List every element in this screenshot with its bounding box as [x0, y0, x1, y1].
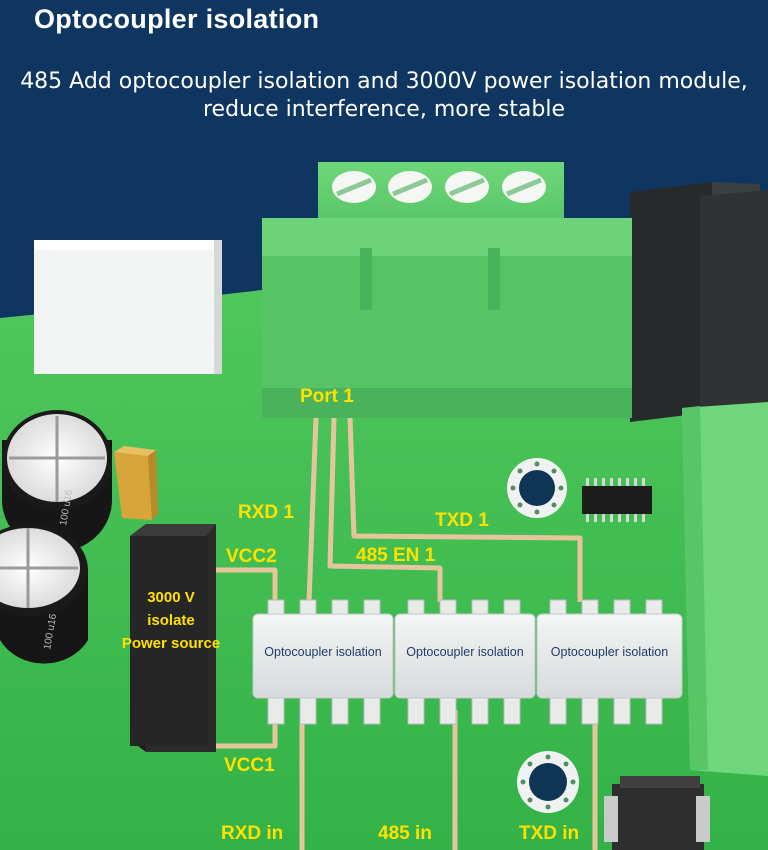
page-subtitle: 485 Add optocoupler isolation and 3000V … [0, 68, 768, 124]
pcb-traces [215, 417, 598, 850]
screw-icon [388, 171, 432, 203]
optocoupler-chip-2 [394, 599, 536, 725]
label-485-in: 485 in [378, 823, 432, 844]
power-module-label: 3000 V isolate Power source [108, 586, 234, 655]
tantalum-capacitor [114, 446, 158, 520]
label-485-en-1: 485 EN 1 [356, 545, 436, 566]
terminal-block [262, 162, 632, 418]
optocoupler-chip-3 [536, 599, 683, 725]
screw-icon [502, 171, 546, 203]
capacitor-bottom: 100 u16 [0, 524, 88, 664]
dark-inductors [630, 182, 768, 422]
label-rxd-1: RXD 1 [238, 502, 294, 523]
subtitle-line-2: reduce interference, more stable [203, 97, 565, 122]
small-ic [582, 478, 652, 522]
label-port-1: Port 1 [300, 386, 354, 407]
side-terminal-block [682, 402, 768, 776]
isolated-power-module [130, 524, 216, 752]
power-module-line-3: Power source [121, 635, 221, 652]
subtitle-line-1: 485 Add optocoupler isolation and 3000V … [20, 69, 748, 94]
capacitor-top: 100 u16 [2, 410, 112, 552]
label-txd-1: TXD 1 [435, 510, 489, 531]
label-txd-in: TXD in [519, 823, 580, 844]
page-title: Optocoupler isolation [34, 4, 320, 34]
mounting-hole-icon [517, 751, 579, 813]
label-vcc1: VCC1 [224, 755, 275, 776]
power-module-line-2: isolate [147, 612, 195, 629]
label-vcc2: VCC2 [226, 546, 277, 567]
chip-1-label: Optocoupler isolation [264, 645, 382, 659]
chip-2-label: Optocoupler isolation [406, 645, 524, 659]
relay-block [34, 240, 222, 374]
screw-icon [445, 171, 489, 203]
optocoupler-chip-1 [252, 599, 394, 725]
chip-3-label: Optocoupler isolation [550, 645, 669, 659]
power-module-line-1: 3000 V [147, 589, 195, 606]
label-rxd-in: RXD in [221, 823, 284, 844]
screw-icon [332, 171, 376, 203]
mounting-hole-icon [507, 458, 567, 518]
smd-inductor [604, 776, 710, 850]
